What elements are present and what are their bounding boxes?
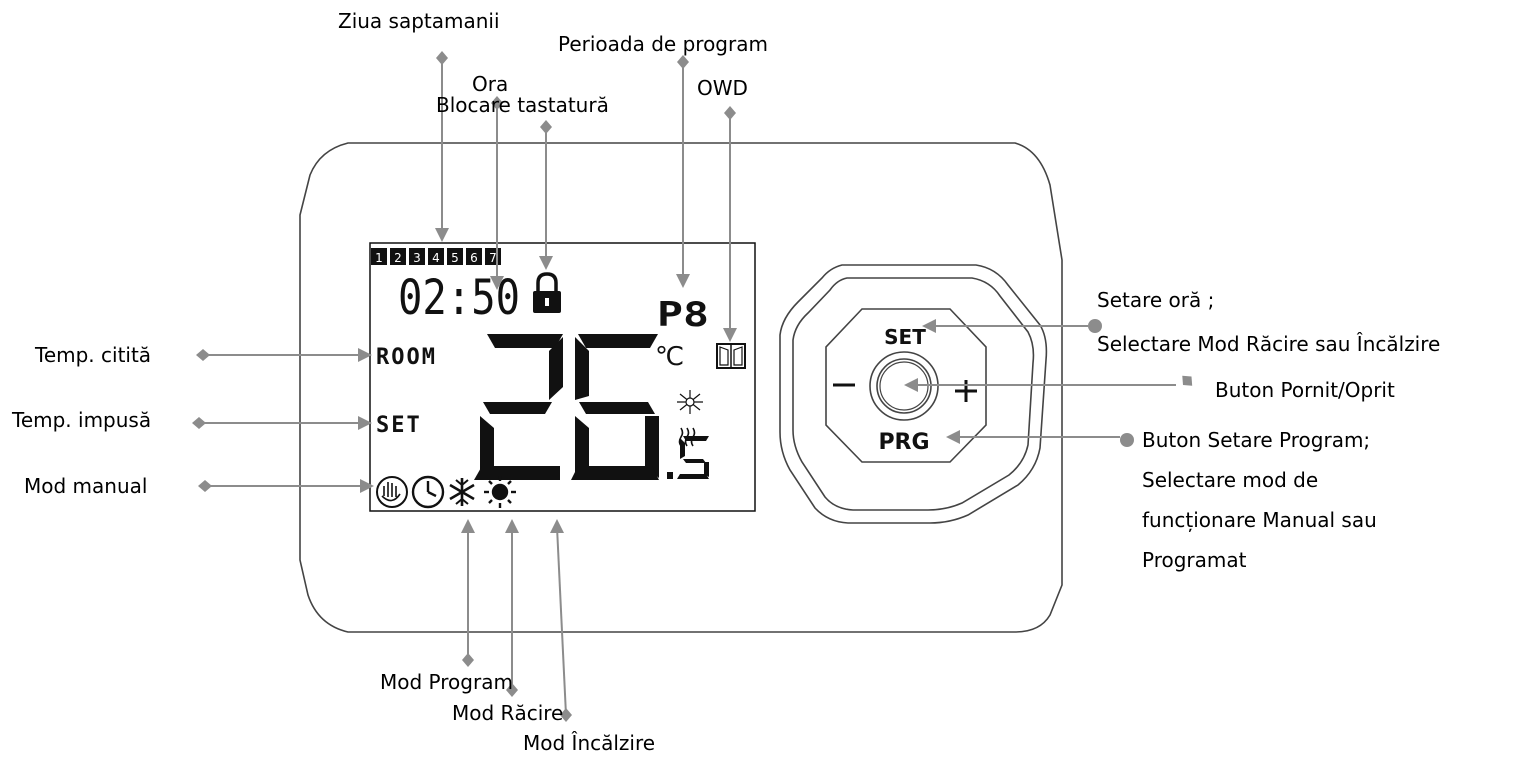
- celsius-unit: ℃: [655, 342, 684, 372]
- lcd-room-label: ROOM: [376, 345, 437, 370]
- set-button-label: SET: [884, 325, 926, 349]
- keypad-lock-icon: [533, 272, 561, 313]
- minus-button[interactable]: −: [833, 383, 855, 391]
- label-perioada-program: Perioada de program: [558, 32, 768, 56]
- day-4: 4: [432, 251, 440, 265]
- label-temp-impusa: Temp. impusă: [11, 408, 151, 432]
- label-selectare-mod-functionare-2: funcționare Manual sau: [1142, 508, 1377, 532]
- day-5: 5: [451, 251, 459, 265]
- button-panel-outer: [779, 264, 1048, 524]
- prg-button[interactable]: PRG: [868, 424, 942, 455]
- label-mod-racire: Mod Răcire: [452, 701, 563, 725]
- heating-waves-icon: [678, 427, 696, 447]
- owd-window-icon: [716, 343, 746, 369]
- cooling-mode-snowflake-icon: [449, 478, 475, 506]
- set-button[interactable]: SET: [868, 318, 942, 349]
- label-mod-program: Mod Program: [380, 670, 513, 694]
- lcd-set-label: SET: [376, 413, 422, 438]
- day-6: 6: [470, 251, 478, 265]
- day-2: 2: [394, 251, 402, 265]
- program-mode-clock-icon: [411, 475, 445, 509]
- label-selectare-mod-functionare-1: Selectare mod de: [1142, 468, 1318, 492]
- program-period: P8: [657, 295, 709, 335]
- manual-mode-hand-icon: [376, 476, 408, 508]
- label-temp-citita: Temp. citită: [34, 343, 151, 367]
- temperature-decimal: .5: [667, 436, 709, 479]
- plus-button[interactable]: +: [955, 380, 977, 402]
- temperature-main-digits: 26: [474, 334, 659, 480]
- prg-button-label: PRG: [878, 430, 929, 455]
- button-ring-octagon: [825, 308, 987, 463]
- button-panel-inner: [792, 277, 1035, 511]
- thermostat-housing: [299, 142, 1063, 633]
- day-1: 1: [375, 251, 383, 265]
- day-3: 3: [413, 251, 421, 265]
- label-setare-ora: Setare oră ;: [1097, 288, 1214, 312]
- label-buton-setare-program: Buton Setare Program;: [1142, 428, 1370, 452]
- label-ora: Ora: [472, 72, 508, 96]
- label-buton-pornit: Buton Pornit/Oprit: [1215, 378, 1395, 402]
- label-mod-incalzire: Mod Încălzire: [523, 731, 655, 755]
- label-selectare-mod-racire: Selectare Mod Răcire sau Încălzire: [1097, 332, 1440, 356]
- label-blocare-tastatura: Blocare tastatură: [436, 93, 609, 117]
- label-owd: OWD: [697, 76, 748, 100]
- day-7: 7: [489, 251, 497, 265]
- label-mod-manual: Mod manual: [24, 474, 147, 498]
- label-ziua-saptamanii: Ziua saptamanii: [338, 9, 500, 33]
- heating-mode-sun-icon: [484, 476, 516, 508]
- label-selectare-mod-functionare-3: Programat: [1142, 548, 1247, 572]
- cooling-indicator-small-icon: [677, 390, 703, 414]
- weekday-indicators: 1 2 3 4 5 6 7: [371, 248, 501, 265]
